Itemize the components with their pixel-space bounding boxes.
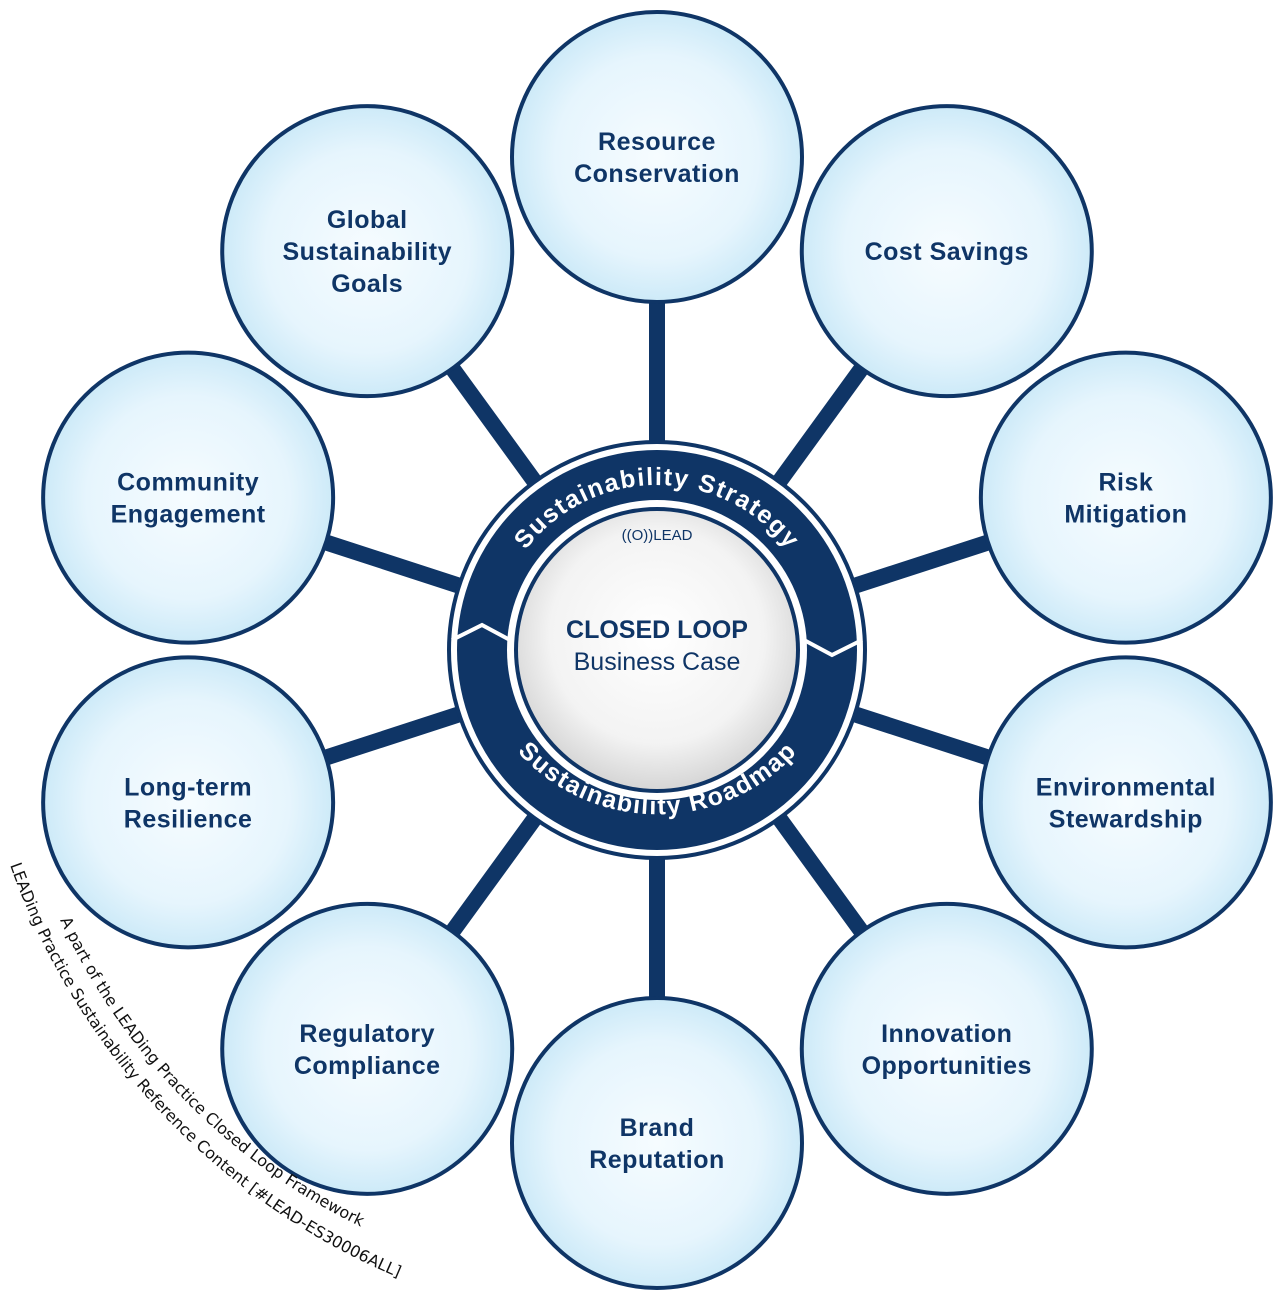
node-circle xyxy=(799,104,1094,399)
ring-divider-left xyxy=(451,622,511,642)
node-circle xyxy=(41,655,336,950)
node-label: Sustainability xyxy=(282,238,452,266)
node-label: Compliance xyxy=(294,1052,441,1080)
node-label: Conservation xyxy=(574,160,740,188)
node-label: Stewardship xyxy=(1049,805,1203,833)
node-circle xyxy=(799,901,1094,1196)
node-circle xyxy=(220,104,515,399)
node-label: Brand xyxy=(620,1114,695,1142)
lead-logo: ((O))LEAD xyxy=(622,527,693,544)
node-circle xyxy=(41,350,336,645)
node-label: Resource xyxy=(598,128,716,156)
node-circle xyxy=(220,901,515,1196)
node-circle xyxy=(510,996,804,1290)
node-label: Cost Savings xyxy=(865,238,1029,266)
ring-divider-right xyxy=(803,638,863,658)
node-label: Mitigation xyxy=(1064,501,1187,529)
node-label: Innovation xyxy=(881,1020,1012,1048)
node-label: Community xyxy=(117,469,259,497)
node-circle xyxy=(510,10,804,304)
node-label: Resilience xyxy=(124,805,253,833)
node-label: Regulatory xyxy=(299,1020,435,1048)
node-circle xyxy=(978,655,1273,950)
node-label: Global xyxy=(327,206,408,234)
node-label: Goals xyxy=(331,270,403,298)
center-title: CLOSED LOOP xyxy=(566,616,748,644)
center-subtitle: Business Case xyxy=(574,648,741,676)
node-costsavings: Cost Savings xyxy=(799,104,1094,399)
node-label: Reputation xyxy=(589,1146,725,1174)
hub-core xyxy=(518,511,796,789)
node-label: Engagement xyxy=(111,501,266,529)
node-label: Risk xyxy=(1098,469,1153,497)
center-hub: Sustainability Strategy Sustainability R… xyxy=(447,440,867,860)
node-label: Environmental xyxy=(1036,773,1216,801)
node-label: Opportunities xyxy=(862,1052,1032,1080)
node-label: Long-term xyxy=(124,773,252,801)
node-circle xyxy=(978,350,1273,645)
